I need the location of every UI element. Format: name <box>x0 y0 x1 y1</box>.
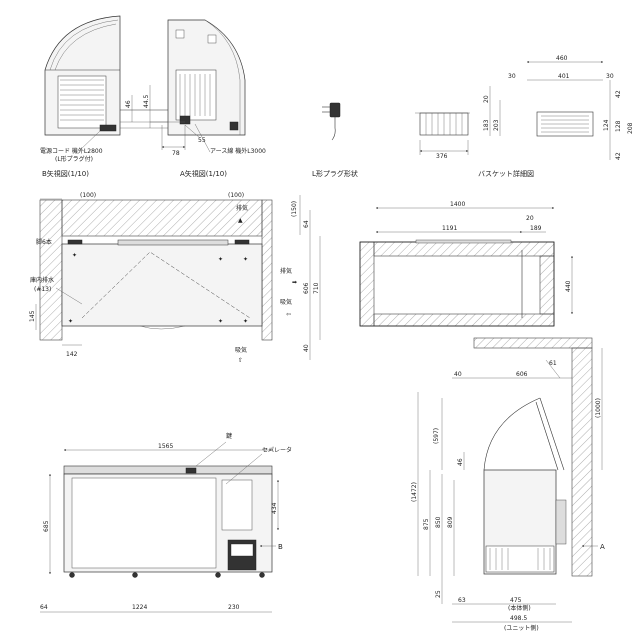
front-dim-1565: 1565 <box>158 443 173 450</box>
drain-label: 庫内排水 <box>30 276 54 284</box>
basket-dim-42b: 42 <box>615 152 622 160</box>
foot-mark: ✦ <box>68 318 73 325</box>
earth-label: アース線 機外L3000 <box>210 147 266 155</box>
cord-label: 電源コード 機外L2800 <box>40 147 103 155</box>
side-dim-40: 40 <box>454 371 462 378</box>
arrow-a-label: A <box>600 543 605 551</box>
left-arrow-outline-icon: ⇦ <box>286 311 291 318</box>
basket-dim-183: 183 <box>483 119 490 131</box>
up-arrow-outline-icon: ⇧ <box>238 357 243 364</box>
sec-dim-440: 440 <box>565 280 572 292</box>
b-dim-46: 46 <box>125 100 132 108</box>
a-vent-grille <box>175 69 217 121</box>
side-dim-61: 61 <box>549 360 557 367</box>
sec-dim-1400: 1400 <box>450 201 465 208</box>
right-arrow-icon: ➡ <box>292 279 297 286</box>
top-plan: ✦ ✦ ✦ ✦ ✦ ✦ 脚6本 庫内排水 (#13) (100) (100) 排… <box>29 192 321 364</box>
exhaust-label-side: 排気 <box>280 267 292 275</box>
side-dim-1000: (1000) <box>595 398 602 418</box>
basket-dim-376: 376 <box>436 153 448 160</box>
a-view-caption: A矢視図(1/10) <box>180 169 227 178</box>
sec-dim-20: 20 <box>526 215 534 222</box>
side-dim-46: 46 <box>457 458 464 466</box>
basket-dim-208: 208 <box>627 122 634 134</box>
top-dim-64: 64 <box>303 220 310 228</box>
exhaust-label-top: 排気 <box>236 204 248 212</box>
side-dim-850: 850 <box>435 516 442 528</box>
foot-mark: ✦ <box>243 318 248 325</box>
front-dim-1224: 1224 <box>132 604 147 611</box>
side-view: 40 606 61 (1000) (597) 46 (1472) 875 850… <box>411 337 605 632</box>
basket-dim-30b: 30 <box>606 73 614 80</box>
top-dim-606: 606 <box>303 282 310 294</box>
sec-dim-1191: 1191 <box>442 225 457 232</box>
a-dim-55: 55 <box>198 137 206 144</box>
plug-caption: L形プラグ形状 <box>312 169 358 178</box>
top-dim-145: 145 <box>29 310 36 322</box>
b-vent-grille <box>57 75 107 129</box>
side-dim-475: 475 <box>510 597 522 604</box>
basket-dim-124: 124 <box>603 119 610 131</box>
side-dim-25: 25 <box>435 590 442 598</box>
basket-caption: バスケット詳細図 <box>478 169 534 178</box>
foot-mark: ✦ <box>218 318 223 325</box>
side-dim-498-5: 498.5 <box>510 615 527 622</box>
side-dim-1472: (1472) <box>411 482 418 502</box>
front-dim-64: 64 <box>40 604 48 611</box>
front-dim-685: 685 <box>43 520 50 532</box>
unit-side-label: (ユニット側) <box>504 624 539 632</box>
basket-front: 20 183 203 376 <box>415 86 501 160</box>
foot-mark: ✦ <box>72 252 77 259</box>
intake-label-bottom: 吸気 <box>235 346 247 354</box>
basket-dim-42a: 42 <box>615 90 622 98</box>
a-dim-78: 78 <box>172 150 180 157</box>
side-dim-809: 809 <box>447 516 454 528</box>
basket-dim-30a: 30 <box>508 73 516 80</box>
body-side-label: (本体側) <box>508 604 531 612</box>
cord-sub-label: (L形プラグ付) <box>55 155 93 163</box>
top-dim-710: 710 <box>313 282 320 294</box>
a-view: 78 55 アース線 機外L3000 A矢視図(1/10) <box>150 19 266 178</box>
top-dim-150: (150) <box>291 201 298 217</box>
arrow-b-label: B <box>278 543 283 551</box>
side-dim-63: 63 <box>458 597 466 604</box>
side-dim-606: 606 <box>516 371 528 378</box>
feet-label: 脚6本 <box>36 238 52 246</box>
front-dim-230: 230 <box>228 604 240 611</box>
top-dim-100b: (100) <box>228 192 244 199</box>
separator-label: セパレータ <box>262 446 292 454</box>
side-dim-875: 875 <box>423 518 430 530</box>
basket-dim-20: 20 <box>483 95 490 103</box>
up-arrow-icon: ▲ <box>238 217 243 224</box>
top-dim-100a: (100) <box>80 192 96 199</box>
drain-sub-label: (#13) <box>34 286 51 293</box>
section-view: 1400 20 1191 189 440 <box>359 201 573 327</box>
lock-label: 鍵 <box>226 432 232 440</box>
b-view-caption: B矢視図(1/10) <box>42 169 89 178</box>
b-view: 46 44.5 電源コード 機外L2800 (L形プラグ付) B矢視図(1/10… <box>40 15 170 178</box>
foot-mark: ✦ <box>218 256 223 263</box>
front-dim-434: 434 <box>271 502 278 514</box>
l-plug: L形プラグ形状 <box>312 102 358 178</box>
basket-dim-203: 203 <box>493 119 500 131</box>
basket-dim-460: 460 <box>556 55 568 62</box>
side-dim-597: (597) <box>433 428 440 444</box>
sec-dim-189: 189 <box>530 225 542 232</box>
basket-top: 460 30 401 30 42 124 128 208 42 バスケット詳細図 <box>478 55 634 178</box>
b-dim-44-5: 44.5 <box>143 94 150 108</box>
foot-mark: ✦ <box>243 256 248 263</box>
front-view: 1565 鍵 セパレータ 685 434 B 64 1224 230 <box>40 432 292 613</box>
basket-dim-401: 401 <box>558 73 570 80</box>
basket-dim-128: 128 <box>615 120 622 132</box>
top-dim-142: 142 <box>66 351 78 358</box>
intake-label-side: 吸気 <box>280 298 292 306</box>
top-dim-40: 40 <box>303 344 310 352</box>
